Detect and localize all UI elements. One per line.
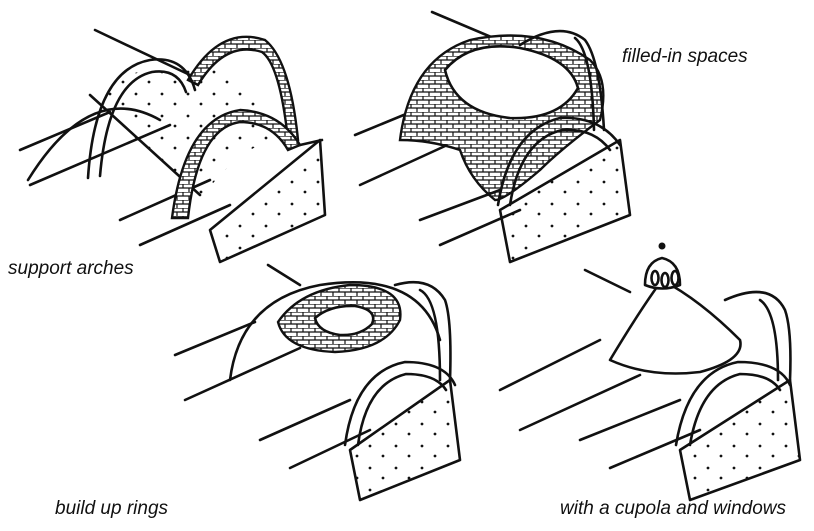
stage-support-arches	[20, 30, 325, 262]
caption-filled-in-spaces: filled-in spaces	[622, 46, 748, 68]
caption-support-arches: support arches	[8, 258, 134, 280]
caption-cupola-windows: with a cupola and windows	[560, 498, 786, 520]
caption-build-up-rings: build up rings	[55, 498, 168, 520]
stage-filled-in-spaces	[355, 12, 630, 262]
stage-build-up-rings	[175, 265, 460, 500]
stage-cupola-windows	[500, 243, 800, 501]
